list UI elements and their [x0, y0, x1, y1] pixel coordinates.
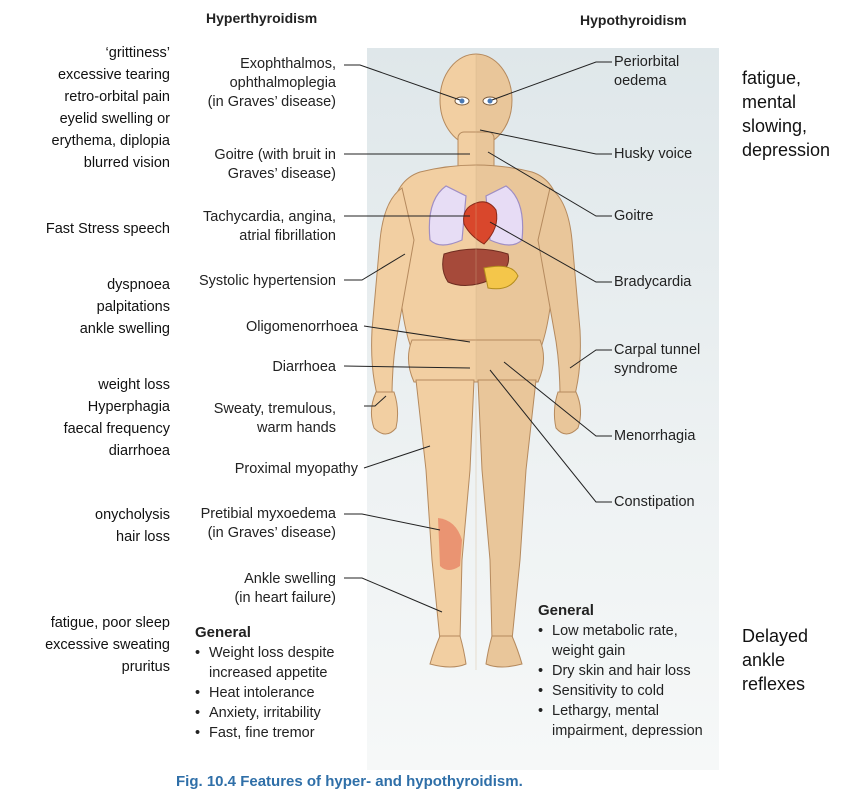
label-exophthalmos: Exophthalmos,ophthalmoplegia(in Graves’ … — [208, 55, 336, 112]
general-hyper-item: Fast, fine tremor — [195, 723, 334, 743]
general-hypo: General Low metabolic rate, weight gain … — [538, 602, 703, 741]
general-hypo-item: impairment, depression — [538, 721, 703, 741]
label-pretibial-myxoedema: Pretibial myxoedema(in Graves’ disease) — [201, 505, 336, 543]
general-hypo-item: Low metabolic rate, — [538, 621, 703, 641]
label-diarrhoea: Diarrhoea — [272, 358, 336, 377]
label-systolic-hypertension: Systolic hypertension — [199, 272, 336, 291]
label-oligomenorrhoea: Oligomenorrhoea — [246, 318, 358, 337]
label-ankle-swelling: Ankle swelling(in heart failure) — [234, 570, 336, 608]
label-goitre-hypo: Goitre — [614, 207, 654, 226]
figure-caption-text: Features of hyper- and hypothyroidism. — [236, 773, 523, 790]
general-hyper: General Weight loss despite increased ap… — [195, 624, 334, 743]
label-proximal-myopathy: Proximal myopathy — [235, 460, 358, 479]
general-hyper-item: Weight loss despite — [195, 643, 334, 663]
general-hypo-item: weight gain — [538, 641, 703, 661]
hyperthyroidism-heading: Hyperthyroidism — [206, 10, 317, 26]
general-hypo-item: Dry skin and hair loss — [538, 661, 703, 681]
general-hyper-item: Heat intolerance — [195, 683, 334, 703]
general-hyper-title: General — [195, 624, 334, 641]
label-husky-voice: Husky voice — [614, 145, 692, 164]
label-constipation: Constipation — [614, 493, 695, 512]
general-hyper-item: Anxiety, irritability — [195, 703, 334, 723]
general-hypo-item: Sensitivity to cold — [538, 681, 703, 701]
label-sweaty-hands: Sweaty, tremulous,warm hands — [214, 400, 336, 438]
figure-number: Fig. 10.4 — [176, 773, 236, 790]
figure-caption: Fig. 10.4 Features of hyper- and hypothy… — [176, 773, 523, 790]
label-bradycardia: Bradycardia — [614, 273, 691, 292]
hypothyroidism-heading: Hypothyroidism — [580, 12, 687, 28]
general-hyper-item: increased appetite — [195, 663, 334, 683]
general-hypo-item: Lethargy, mental — [538, 701, 703, 721]
label-menorrhagia: Menorrhagia — [614, 427, 695, 446]
label-tachycardia: Tachycardia, angina,atrial fibrillation — [203, 208, 336, 246]
note-speech: Fast Stress speech — [46, 218, 170, 240]
general-hypo-title: General — [538, 602, 703, 619]
